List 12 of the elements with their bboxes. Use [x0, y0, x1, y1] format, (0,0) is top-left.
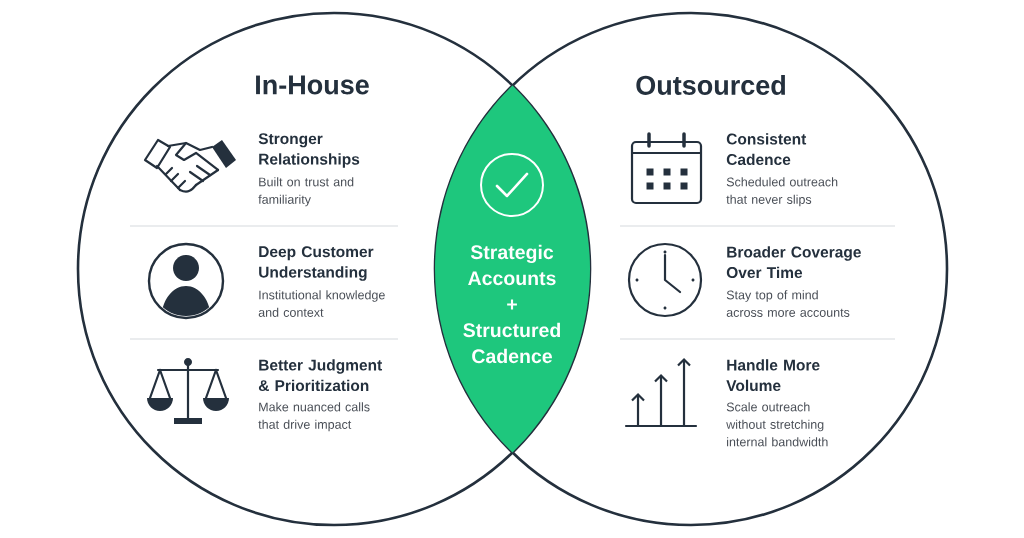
item-title: Broader Coverage Over Time [726, 246, 861, 279]
item-description: Make nuanced calls that drive impact [258, 402, 370, 432]
item-description: Institutional knowledge and context [258, 290, 385, 317]
item-description: Scheduled outreach that never slips [726, 177, 838, 207]
item-title: Handle More Volume [726, 359, 820, 392]
item-title: Consistent Cadence [726, 133, 807, 166]
item-title: Stronger Relationships [258, 133, 360, 168]
item-title: Better Judgment & Prioritization [258, 359, 382, 392]
item-description: Built on trust and familiarity [258, 177, 354, 207]
item-description: Scale outreach without stretching internal bandwidth [726, 402, 828, 447]
item-title: Deep Customer Understanding [259, 246, 374, 281]
item-description: Stay top of mind across more accounts [726, 290, 850, 317]
